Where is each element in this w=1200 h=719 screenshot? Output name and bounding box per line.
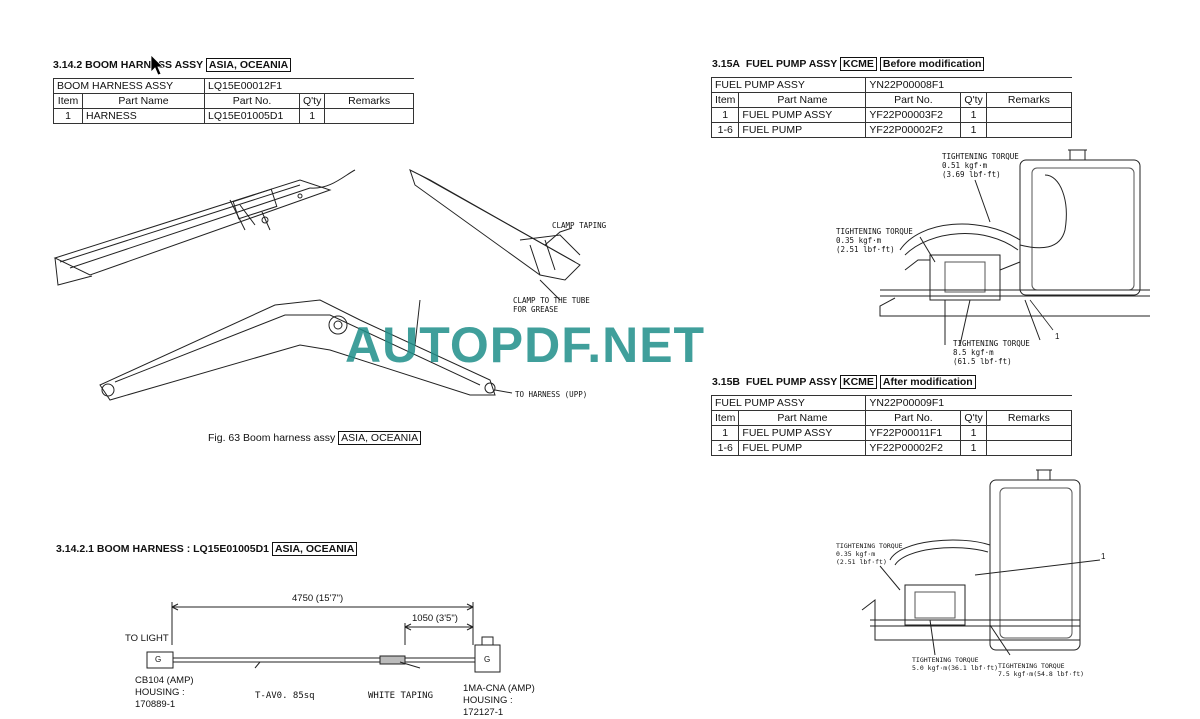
region-tag: ASIA, OCEANIA [271,542,358,556]
dimension-partial: 1050 (3'5") [412,613,458,624]
section-heading-fuel-pump-after: 3.15B FUEL PUMP ASSY KCME After modifica… [712,375,976,389]
table-row: 1-6 FUEL PUMP YF22P00002F2 1 [710,122,1073,138]
torque-note-left-after: TIGHTENING TORQUE 0.35 kgf·m (2.51 lbf·f… [836,542,903,566]
wire-spec: T-AV0. 85sq [255,691,315,701]
region-tag: KCME [840,375,877,389]
connector-right-letter: G [484,655,491,664]
fuel-pump-after-parts-table: FUEL PUMP ASSY YN22P00009F1 Item Part Na… [710,395,1073,456]
region-tag: ASIA, OCEANIA [338,431,422,445]
table-row: 1 HARNESS LQ15E01005D1 1 [53,108,414,124]
callout-number-after: 1 [1101,552,1106,561]
section-heading-fuel-pump-before: 3.15A FUEL PUMP ASSY KCME Before modific… [712,57,985,71]
table-row: 1 FUEL PUMP ASSY YF22P00003F2 1 [710,107,1073,123]
arm-detail-drawing [409,169,581,301]
table-row: 1-6 FUEL PUMP YF22P00002F2 1 [710,440,1073,456]
connector-left-letter: G [155,655,162,664]
boom-top-view-drawing [53,169,356,286]
modification-tag: Before modification [879,57,985,71]
region-tag: ASIA, OCEANIA [205,58,292,72]
boom-harness-parts-table: BOOM HARNESS ASSY LQ15E00012F1 Item Part… [53,78,414,124]
callout-leader-before [1029,299,1054,331]
torque-note-bottom: TIGHTENING TORQUE 8.5 kgf·m (61.5 lbf·ft… [953,339,1030,366]
label-to-light: TO LIGHT [125,633,169,644]
modification-tag: After modification [879,375,976,389]
torque-note-top: TIGHTENING TORQUE 0.51 kgf·m (3.69 lbf·f… [942,152,1019,179]
left-connector-spec: CB104 (AMP) HOUSING : 170889-1 [135,675,194,710]
section-heading-boom-harness: 3.14.2 BOOM HARNESS ASSY ASIA, OCEANIA [53,58,292,72]
label-to-harness: TO HARNESS (UPP) [515,390,588,399]
table-row: 1 FUEL PUMP ASSY YF22P00011F1 1 [710,425,1073,441]
torque-note-bottom-1-after: TIGHTENING TORQUE 5.0 kgf·m(36.1 lbf·ft) [912,656,999,672]
torque-note-bottom-2-after: TIGHTENING TORQUE 7.5 kgf·m(54.8 lbf·ft) [998,662,1085,678]
section-heading-boom-harness-detail: 3.14.2.1 BOOM HARNESS : LQ15E01005D1 ASI… [56,542,358,556]
figure-caption: Fig. 63 Boom harness assy ASIA, OCEANIA [208,431,422,445]
label-white-taping: WHITE TAPING [368,691,434,701]
label-clamp-tube: CLAMP TO THE TUBE FOR GREASE [513,296,590,314]
right-connector-spec: 1MA-CNA (AMP) HOUSING : 172127-1 [463,683,535,718]
callout-number: 1 [1055,332,1060,341]
region-tag: KCME [840,57,877,71]
label-clamp-taping: CLAMP TAPING [552,221,607,230]
torque-note-left: TIGHTENING TORQUE 0.35 kgf·m (2.51 lbf·f… [836,227,913,254]
dimension-total: 4750 (15'7") [292,593,344,604]
fuel-pump-before-drawing [879,149,1150,346]
fuel-pump-before-parts-table: FUEL PUMP ASSY YN22P00008F1 Item Part Na… [710,77,1073,138]
watermark: AUTOPDF.NET [345,317,706,373]
